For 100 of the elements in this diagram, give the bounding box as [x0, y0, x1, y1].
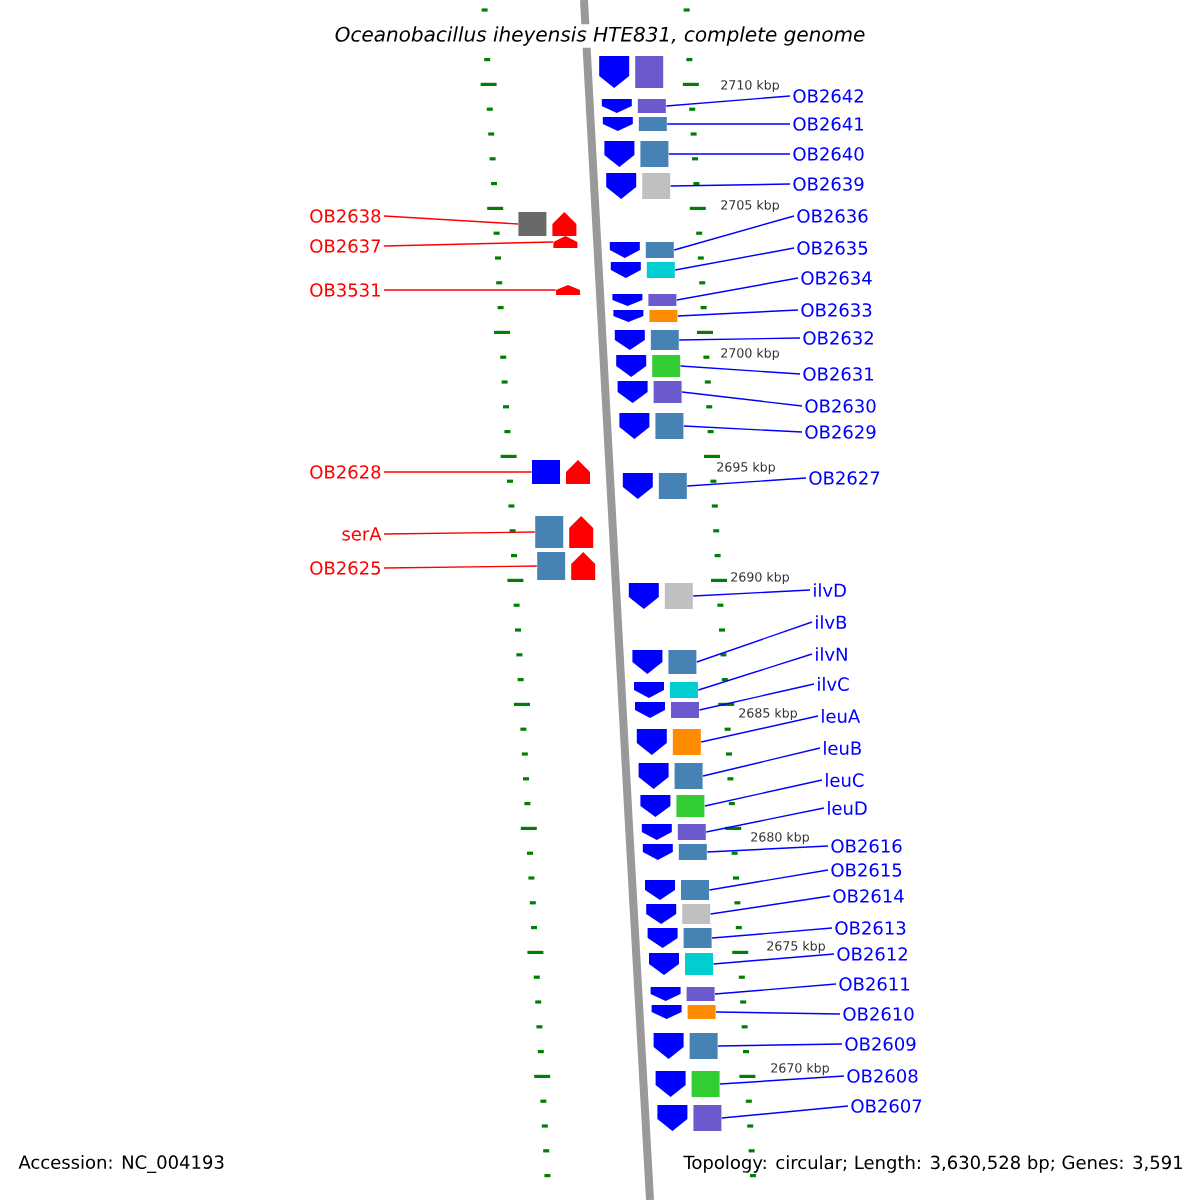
leader-line: [383, 241, 554, 247]
gene-symbol: [535, 516, 594, 548]
gene-label: OB2616: [831, 839, 902, 853]
leader-line: [697, 653, 813, 691]
gene-label: OB2608: [847, 1069, 918, 1083]
gene-symbol: [606, 173, 671, 199]
gene-label: OB2638: [310, 209, 381, 223]
leader-line: [683, 425, 803, 433]
gene-label: OB2612: [837, 947, 907, 961]
leader-line: [383, 289, 557, 291]
leader-line: [383, 531, 536, 535]
gene-symbol: [619, 413, 684, 439]
leader-line: [669, 183, 791, 187]
gene-label: OB2629: [805, 425, 876, 439]
gene-symbol: [634, 682, 698, 698]
gene-label: OB3531: [310, 283, 380, 297]
gene-label: leuD: [828, 801, 867, 815]
gene-symbol: [553, 236, 578, 248]
gene-label: OB2633: [801, 303, 872, 317]
gene-symbol: [642, 844, 707, 860]
gene-symbol: [614, 330, 679, 350]
gene-label: leuA: [822, 709, 861, 723]
gene-label: ilvB: [816, 615, 847, 629]
gene-symbol: [556, 285, 580, 295]
gene-symbol: [636, 729, 701, 755]
gene-symbol: [647, 928, 712, 948]
gene-symbol: [640, 795, 705, 817]
leader-line: [721, 1105, 849, 1119]
gene-symbol: [617, 381, 682, 403]
leader-line: [665, 95, 791, 107]
gene-symbol: [649, 953, 713, 975]
title: Oceanobacillus iheyensis HTE831, complete genome: [332, 24, 868, 48]
gene-label: OB2635: [797, 241, 868, 255]
gene-label: OB2611: [839, 977, 910, 991]
leader-line: [383, 471, 533, 473]
leader-line: [706, 845, 829, 853]
gene-label: OB2640: [793, 147, 864, 161]
gene-symbol: [622, 473, 687, 499]
gene-symbol: [646, 904, 711, 924]
leader-line: [714, 983, 837, 995]
gene-label: OB2634: [801, 271, 872, 285]
gene-label: OB2610: [843, 1007, 914, 1021]
gene-label: OB2630: [805, 399, 876, 413]
leader-line: [708, 869, 829, 891]
gene-symbol: [655, 1071, 720, 1097]
gene-label: OB2627: [809, 471, 880, 485]
leader-line: [717, 1043, 843, 1047]
gene-symbol: [653, 1033, 718, 1059]
gene-symbol: [651, 1005, 716, 1019]
gene-label: OB2613: [835, 921, 906, 935]
leader-line: [383, 565, 538, 569]
leader-line: [673, 215, 795, 251]
leader-line: [678, 337, 801, 341]
gene-symbol: [602, 117, 667, 131]
gene-symbol: [641, 824, 706, 840]
leader-line: [704, 779, 823, 807]
gene-symbol: [628, 583, 693, 609]
gene-label: OB2641: [793, 117, 864, 131]
gene-symbol: [657, 1105, 722, 1131]
gene-symbol: [609, 242, 674, 258]
leader-line: [686, 477, 807, 487]
gene-label: ilvD: [814, 583, 846, 597]
gene-symbol: [632, 650, 697, 674]
leader-line: [712, 953, 835, 965]
gene-symbol: [645, 880, 709, 900]
leader-line: [677, 309, 799, 317]
gene-symbol: [518, 212, 577, 236]
gene-symbol: [650, 987, 715, 1001]
leader-line: [383, 215, 519, 225]
gene-label: OB2636: [797, 209, 868, 223]
gene-symbol: [613, 310, 678, 322]
summary-text: Topology: circular; Length: 3,630,528 bp; Genes: 3,591: [683, 1155, 1182, 1173]
leader-line: [715, 1011, 841, 1015]
leader-line: [666, 123, 791, 125]
gene-label: OB2632: [803, 331, 873, 345]
accession-text: Accession: NC_004193: [18, 1155, 224, 1173]
leader-line: [700, 715, 819, 743]
leader-line: [668, 153, 791, 155]
leader-line: [681, 391, 803, 407]
gene-label: OB2625: [310, 561, 380, 575]
gene-label: OB2639: [793, 177, 864, 191]
leader-line: [676, 277, 799, 301]
gene-label: OB2607: [851, 1099, 922, 1113]
gene-label: ilvC: [818, 677, 849, 691]
leader-line: [711, 927, 833, 939]
leader-line: [698, 683, 815, 711]
gene-label: OB2615: [831, 863, 902, 877]
gene-symbol: [532, 460, 590, 484]
gene-label: OB2642: [793, 89, 863, 103]
gene-symbol: [601, 99, 666, 113]
leader-line: [674, 247, 795, 271]
gene-label: OB2637: [310, 239, 381, 253]
leader-line: [719, 1075, 845, 1085]
gene-symbol: [537, 552, 596, 580]
leader-line: [679, 365, 801, 375]
leader-line: [702, 747, 821, 777]
gene-symbol: [612, 294, 677, 306]
gene-label: OB2614: [833, 889, 904, 903]
gene-label: leuC: [826, 773, 864, 787]
leader-line: [696, 621, 813, 663]
